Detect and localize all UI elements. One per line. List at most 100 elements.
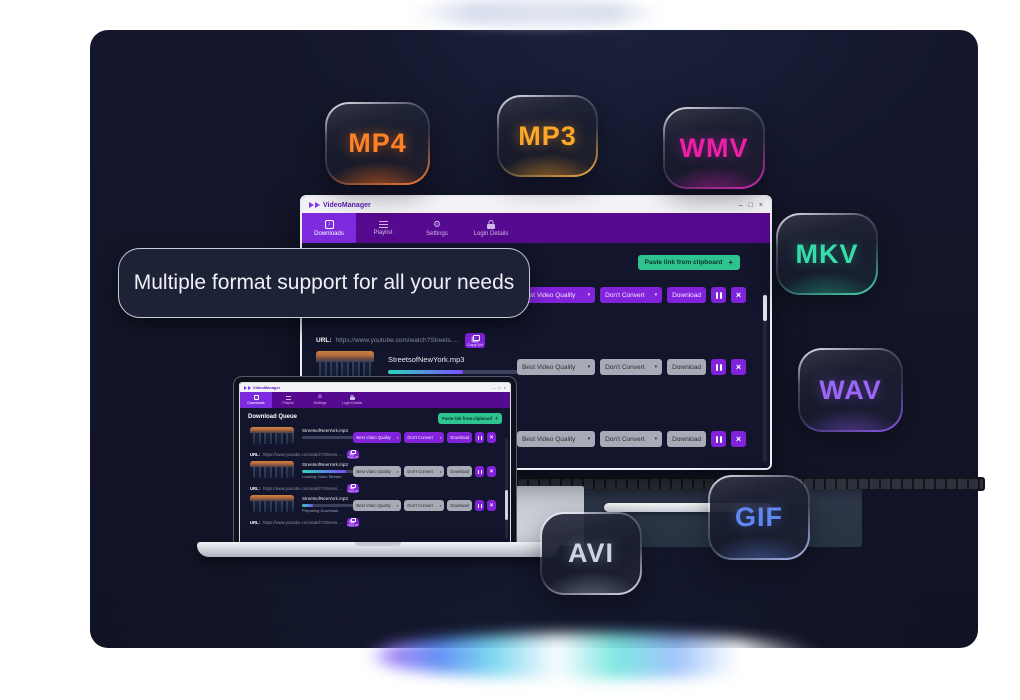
maximize-button[interactable]: □ [748,201,753,209]
format-badge-wav: WAV [798,348,903,432]
tab-settings[interactable]: ⚙ Settings [426,218,448,237]
video-quality-dropdown[interactable]: Best Video Quality ▾ [353,466,402,477]
app-logo-icon [244,385,252,390]
download-button[interactable]: Download [447,432,472,443]
window-close-button[interactable]: × [758,201,763,209]
tab-downloads[interactable]: ↓ Downloads [240,392,272,408]
convert-dropdown[interactable]: Don't Convert ▾ [404,466,445,477]
badge-label: GIF [735,502,783,532]
download-queue-row: StreetsofNewYork.mp3 Preparing Download … [246,494,500,528]
chevron-down-icon: ▾ [654,436,658,442]
tab-downloads[interactable]: ↓ Downloads [302,213,356,243]
url-text: https://www.youtube.com/watch?Streets...… [263,520,342,525]
video-quality-dropdown[interactable]: Best Video Quality ▾ [353,432,402,443]
tab-login-details[interactable]: Login Details [464,213,518,243]
scrollbar[interactable] [505,438,508,539]
cancel-button[interactable]: × [731,287,746,303]
minimize-button[interactable]: – [738,201,743,209]
video-quality-dropdown[interactable]: Best Video Quality ▾ [517,359,596,375]
playlist-icon [285,395,291,400]
convert-dropdown[interactable]: Don't Convert ▾ [600,287,663,303]
file-name: StreetsofNewYork.mp3 [302,496,348,501]
chevron-down-icon: ▾ [587,436,591,442]
copy-url-button[interactable]: Copy Url [465,333,486,348]
copy-url-button[interactable]: Copy Url [346,484,359,493]
pause-button[interactable] [475,500,484,511]
video-quality-dropdown[interactable]: Best Video Quality ▾ [353,500,402,511]
maximize-button[interactable]: □ [498,385,501,390]
window-close-button[interactable]: × [503,385,506,390]
pause-button[interactable] [711,359,726,375]
download-icon: ↓ [324,219,334,229]
copy-url-button[interactable]: Copy Url [346,518,359,527]
convert-dropdown[interactable]: Don't Convert ▾ [600,359,663,375]
chevron-down-icon: ▾ [439,503,442,508]
tab-playlist[interactable]: Playlist [272,392,304,408]
download-queue-row: StreetsofNewYork.mp3 Loading Video Strea… [246,460,500,494]
app-window-laptop: VideoManager – □ × ↓ Downloads Playlist … [239,382,511,544]
pause-button[interactable] [711,287,726,303]
file-name: StreetsofNewYork.mp3 [388,355,465,364]
video-thumbnail [316,351,374,379]
convert-dropdown[interactable]: Don't Convert ▾ [600,431,663,447]
callout-text: Multiple format support for all your nee… [133,271,515,294]
scrollbar-thumb[interactable] [505,490,508,520]
download-status: Preparing Download [302,507,339,513]
progress-bar [302,436,378,439]
copy-url-button[interactable]: Copy Url [346,450,359,459]
video-quality-dropdown[interactable]: Best Video Quality ▾ [517,431,596,447]
app-logo-icon [309,202,321,208]
tab-settings[interactable]: ⚙ Settings [313,394,327,406]
badge-label: MP4 [348,128,407,158]
chevron-down-icon: ▾ [587,292,591,298]
feature-callout: Multiple format support for all your nee… [118,248,530,318]
file-name: StreetsofNewYork.mp3 [302,462,348,467]
badge-label: MKV [795,238,859,269]
nav-bar: ↓ Downloads Playlist ⚙ Settings Login De… [302,213,770,243]
pause-button[interactable] [475,466,484,477]
scrollbar-thumb[interactable] [763,295,767,321]
download-button[interactable]: Download [667,359,706,375]
chevron-down-icon: ▾ [439,435,442,440]
download-button[interactable]: Download [667,287,706,303]
light-streak-bottom [366,633,821,679]
video-thumbnail [250,427,294,444]
convert-dropdown[interactable]: Don't Convert ▾ [404,432,445,443]
video-thumbnail [250,461,294,478]
scrollbar[interactable] [763,293,767,462]
download-button[interactable]: Download [447,466,472,477]
progress-bar [302,504,378,507]
tab-login-details[interactable]: Login Details [336,392,368,408]
download-button[interactable]: Download [447,500,472,511]
minimize-button[interactable]: – [493,385,496,390]
app-title: VideoManager [323,201,371,209]
url-label: URL: [250,452,261,457]
nav-bar: ↓ Downloads Playlist ⚙ Settings Login De… [240,392,510,408]
pause-button[interactable] [711,431,726,447]
laptop-screen: VideoManager – □ × ↓ Downloads Playlist … [233,376,517,544]
lock-icon [349,395,355,400]
cancel-button[interactable]: × [487,500,496,511]
badge-label: AVI [567,538,614,568]
chevron-down-icon: ▾ [654,292,658,298]
url-label: URL: [316,337,332,344]
download-button[interactable]: Download [667,431,706,447]
paste-link-button[interactable]: Paste link from clipboard + [637,255,740,270]
video-quality-dropdown[interactable]: Best Video Quality ▾ [517,287,596,303]
laptop-base [197,542,559,557]
convert-dropdown[interactable]: Don't Convert ▾ [404,500,445,511]
cancel-button[interactable]: × [487,466,496,477]
cancel-button[interactable]: × [731,359,746,375]
url-text: https://www.youtube.com/watch?Streets...… [263,452,342,457]
copy-icon [350,484,356,489]
pause-button[interactable] [475,432,484,443]
chevron-down-icon: ▾ [396,503,399,508]
video-thumbnail [250,495,294,512]
tab-playlist[interactable]: Playlist [356,213,410,243]
badge-label: WMV [679,132,749,163]
chevron-down-icon: ▾ [396,435,399,440]
cancel-button[interactable]: × [487,432,496,443]
paste-link-button[interactable]: Paste link from clipboard + [438,413,502,424]
format-badge-wmv: WMV [663,107,765,189]
cancel-button[interactable]: × [731,431,746,447]
